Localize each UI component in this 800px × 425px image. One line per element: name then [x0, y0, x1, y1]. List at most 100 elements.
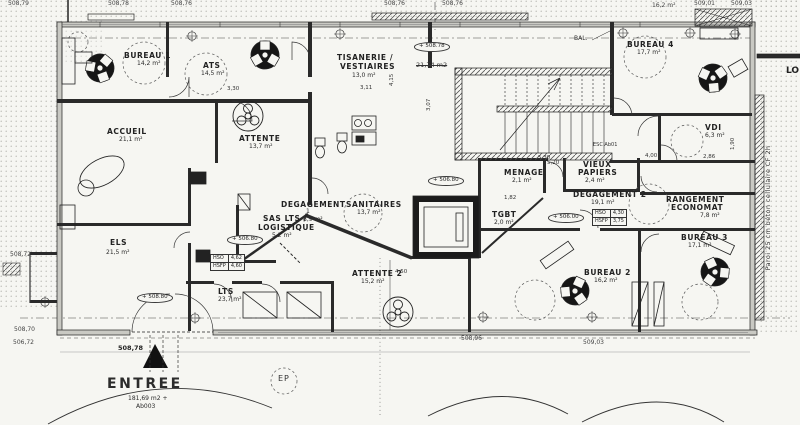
room-area-rangement: 7,8 m² [700, 212, 720, 219]
level-oval-lift: + 506.80 [428, 176, 464, 186]
height-value: 3,75 [609, 217, 627, 226]
room-label-bureau4: BUREAU 4 [627, 40, 674, 49]
room-label-vieux-papiers-2: PAPIERS [578, 168, 618, 177]
adjacent-zone-label: LO [786, 66, 800, 76]
elevation-mark: 508,96 [461, 335, 482, 342]
room-area-accueil: 21,1 m² [119, 136, 143, 143]
dimension: 5,30 [538, 155, 551, 161]
level-oval-sas: + 506.80 [227, 235, 263, 245]
room-label-accueil: ACCUEIL [107, 127, 147, 136]
elevation-mark: 508,79 [8, 0, 29, 7]
elevation-mark: 509,03 [731, 0, 752, 7]
entrance-area: 181,69 m2 + [128, 395, 168, 402]
room-area-degagement2: 19,1 m² [591, 199, 615, 206]
room-label-els: ELS [110, 238, 128, 247]
height-value: 4,30 [609, 209, 627, 218]
entrance-ref: Ab003 [136, 403, 156, 410]
elevation-mark-entrance: 508,78 [118, 344, 144, 352]
balcony-label: BAL. [574, 35, 588, 42]
room-label-bureau1: BUREAU 1 [124, 51, 171, 60]
elevation-mark: 509,03 [583, 339, 604, 346]
room-label-menage: MENAGE [504, 168, 544, 177]
height-label: HSFP [592, 217, 611, 226]
dimension: 4,50 [395, 269, 408, 275]
height-label: HSFP [210, 262, 229, 271]
room-label-rangement-1: RANGEMENT [666, 195, 725, 204]
elevation-mark: 508,70 [14, 326, 35, 333]
staircase [454, 67, 613, 161]
room-label-degagement1: DEGAGEMENT [281, 200, 346, 209]
room-label-tisanerie: TISANERIE / [337, 53, 394, 62]
elevator [412, 195, 480, 259]
level-oval-degagement2: + 506.00 [548, 213, 584, 223]
elevation-mark: 508,76 [171, 0, 192, 7]
elevation-mark: 508,76 [384, 0, 405, 7]
level-oval-top: + 508.78 [414, 42, 450, 52]
room-area-degagement1: 8,9 m² [303, 216, 323, 223]
dimension: 5,20 [547, 160, 560, 166]
dimension-vertical: 1,90 [730, 137, 736, 150]
exterior-ground-texture [0, 0, 800, 332]
room-area-attente2: 15,2 m² [361, 278, 385, 285]
height-value: 4,62 [227, 254, 245, 263]
room-area-bureau1: 14,2 m² [137, 60, 161, 67]
interior-walls [57, 22, 755, 332]
room-label-bureau2: BUREAU 2 [584, 268, 631, 277]
site-markings [2, 252, 725, 425]
wall-spec-note: Paroi 25 cm béton cellulaire CF 2h [764, 145, 772, 271]
room-label-degagement2: DEGAGEMENT 2 [573, 190, 647, 199]
exterior-walls [56, 0, 800, 336]
furniture [59, 27, 749, 328]
dimension: 4,00 [645, 153, 658, 159]
room-area-sanitaires: 13,7 m² [357, 209, 381, 216]
room-area-ats: 14,5 m² [201, 70, 225, 77]
height-table-right: HSO 4,30 HSFP 3,75 [592, 209, 627, 226]
elevation-mark: 509,01 [694, 0, 715, 7]
stair-ref-label: ESC Ab01 [593, 142, 618, 148]
elevation-mark: 508,76 [442, 0, 463, 7]
diagonal-walls [239, 197, 544, 264]
clearance-circles [67, 31, 719, 395]
room-area-menage: 2,1 m² [512, 177, 532, 184]
room-label-lts: LTS [218, 287, 234, 296]
room-area-lts: 23,7 m² [218, 296, 242, 303]
room-area-tgbt: 2,0 m² [494, 219, 514, 226]
room-label-ats: ATS [203, 61, 221, 70]
room-area-sas: 5,2 m² [272, 232, 292, 239]
room-label-sas-1: SAS LTS / [263, 214, 308, 223]
dimension: 3,30 [227, 86, 240, 92]
elevation-mark: 506,72 [13, 339, 34, 346]
room-label-attente: ATTENTE [239, 134, 281, 143]
room-label-vestiaires: VESTIAIRES [340, 62, 396, 71]
balconies [87, 8, 753, 41]
balcony-area-mark: 16,2 m² [652, 2, 676, 9]
height-label: HSO [210, 254, 229, 263]
ep-label: EP [278, 374, 290, 383]
room-area-bureau2: 16,2 m² [594, 277, 618, 284]
axis-lines [20, 2, 790, 353]
room-label-sanitaires: SANITAIRES [346, 200, 402, 209]
dimension: 3,11 [360, 85, 373, 91]
room-area-tisanerie: 13,0 m² [352, 72, 376, 79]
room-number-degagement1: 1 [306, 208, 310, 215]
room-label-bureau3: BUREAU 3 [681, 233, 728, 242]
room-label-tgbt: TGBT [492, 210, 517, 219]
dimension: 1,82 [504, 195, 517, 201]
room-area-vdi: 6,3 m² [705, 132, 725, 139]
dimension-vertical: 4,15 [389, 73, 395, 86]
room-label-rangement-2: ECONOMAT [671, 203, 724, 212]
room-area-els: 21,5 m² [106, 249, 130, 256]
dimension: 2,86 [703, 154, 716, 160]
room-area-bureau4: 17,7 m² [637, 49, 661, 56]
height-label: HSO [592, 209, 611, 218]
height-table-left: HSO 4,62 HSFP 4,60 [210, 254, 245, 271]
room-area-attente: 13,7 m² [249, 143, 273, 150]
room-label-sas-2: LOGISTIQUE [258, 223, 315, 232]
level-oval-els: + 508.80 [137, 293, 173, 303]
door-arcs [131, 41, 678, 333]
elevation-mark: 508,78 [108, 0, 129, 7]
dimension-vertical: 3,07 [426, 98, 432, 111]
room-area-vieux-papiers: 2,4 m² [585, 177, 605, 184]
room-label-attente2: ATTENTE 2 [352, 269, 403, 278]
